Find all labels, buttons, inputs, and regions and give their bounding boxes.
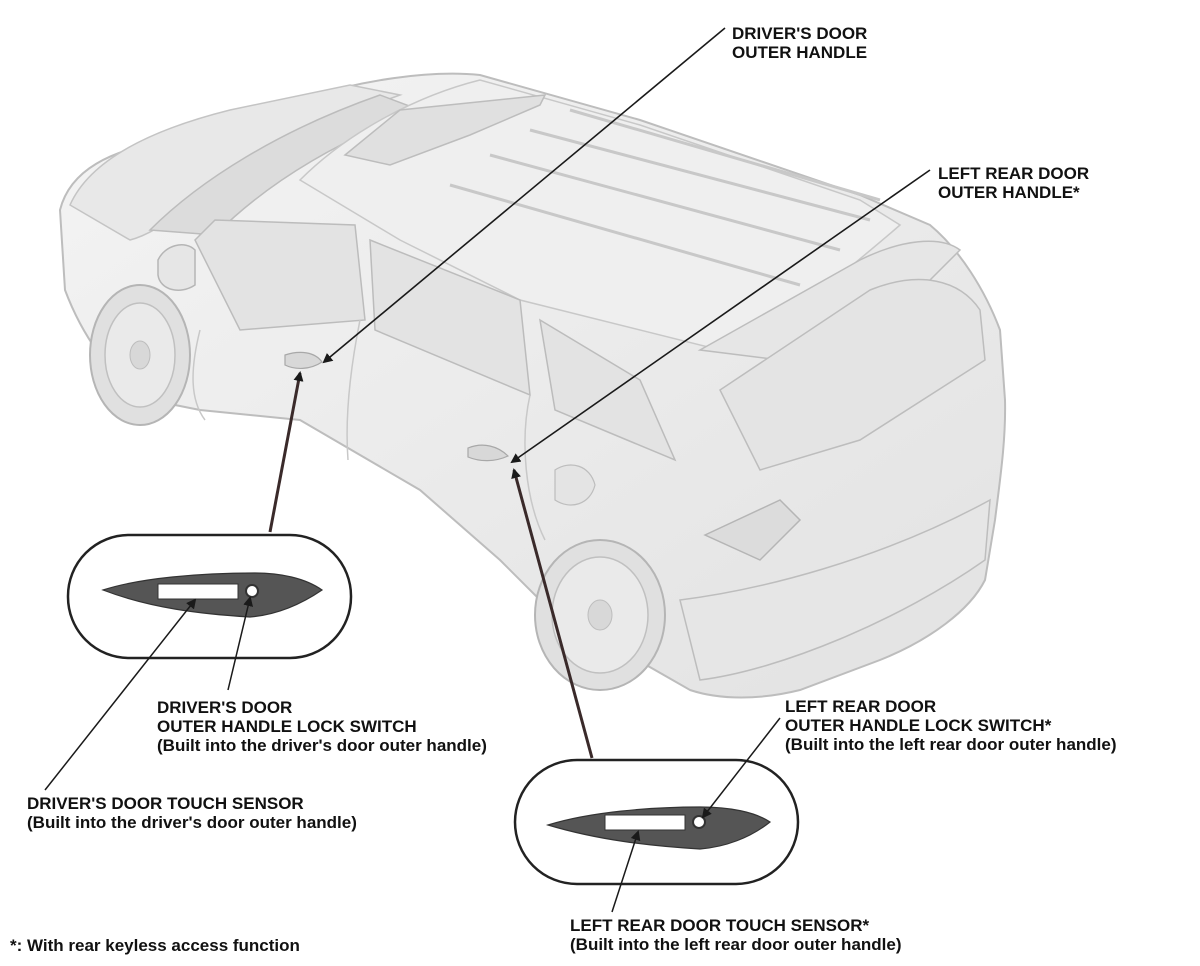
label-left-rear-door-touch-sensor: LEFT REAR DOOR TOUCH SENSOR* (Built into… <box>570 916 902 954</box>
label-line: OUTER HANDLE LOCK SWITCH* <box>785 716 1052 735</box>
car-quarter-window <box>538 318 677 462</box>
label-line: (Built into the left rear door outer han… <box>785 735 1117 754</box>
car-taillight <box>703 499 802 561</box>
driver-touch-sensor-area <box>157 583 239 600</box>
car-rear-glass <box>719 278 986 471</box>
fuel-door <box>554 464 596 506</box>
label-line: DRIVER'S DOOR <box>157 698 293 717</box>
label-driver-door-lock-switch: DRIVER'S DOOR OUTER HANDLE LOCK SWITCH (… <box>157 698 487 755</box>
roof-rail <box>489 153 841 252</box>
roof-rail <box>569 108 881 202</box>
label-line: DRIVER'S DOOR TOUCH SENSOR <box>27 794 304 813</box>
car-illustration <box>58 72 1007 699</box>
car-windshield <box>148 94 423 236</box>
leader-driver-touch-sensor <box>44 598 197 791</box>
roof-rail <box>529 128 871 222</box>
label-line: (Built into the driver's door outer hand… <box>157 736 487 755</box>
leader-driver-lock-switch <box>227 596 254 691</box>
leader-driver-door-handle <box>322 27 726 364</box>
label-left-rear-door-lock-switch: LEFT REAR DOOR OUTER HANDLE LOCK SWITCH*… <box>785 697 1117 754</box>
footnote: *: With rear keyless access function <box>10 936 300 955</box>
rear-door-handle-on-car <box>467 444 510 462</box>
label-line: LEFT REAR DOOR <box>938 164 1090 183</box>
door-seam <box>524 394 546 541</box>
label-line: LEFT REAR DOOR <box>785 697 937 716</box>
car-rear-bumper <box>679 498 991 681</box>
label-line: (Built into the left rear door outer han… <box>570 935 902 954</box>
driver-lock-switch-button <box>245 584 259 598</box>
arrow-bubble1-to-car <box>268 371 304 533</box>
label-line: OUTER HANDLE <box>732 43 868 62</box>
label-line: DRIVER'S DOOR <box>732 24 868 43</box>
rear-wheel <box>534 539 666 691</box>
detail-bubble-rear-handle <box>513 758 800 886</box>
label-driver-door-touch-sensor: DRIVER'S DOOR TOUCH SENSOR (Built into t… <box>27 794 357 832</box>
leader-left-rear-door-handle <box>510 169 931 464</box>
front-wheel <box>89 284 191 426</box>
door-seam <box>192 329 206 421</box>
door-seam <box>346 319 361 461</box>
label-line: OUTER HANDLE LOCK SWITCH <box>157 717 417 736</box>
leader-rear-touch-sensor <box>611 830 641 913</box>
arrow-bubble2-to-car <box>511 468 594 759</box>
label-driver-door-outer-handle: DRIVER'S DOOR OUTER HANDLE <box>732 24 867 62</box>
label-left-rear-door-outer-handle: LEFT REAR DOOR OUTER HANDLE* <box>938 164 1089 202</box>
driver-door-handle-on-car <box>284 351 323 369</box>
rear-lock-switch-button <box>692 815 706 829</box>
label-line: (Built into the driver's door outer hand… <box>27 813 357 832</box>
roof-rail <box>449 183 801 287</box>
leader-rear-lock-switch <box>701 717 781 819</box>
car-spoiler <box>697 240 962 361</box>
car-front-window <box>194 219 366 331</box>
car-side-mirror <box>157 244 196 291</box>
label-line: OUTER HANDLE* <box>938 183 1080 202</box>
detail-bubble-driver-handle <box>66 533 353 660</box>
car-sunroof <box>343 94 547 166</box>
label-line: LEFT REAR DOOR TOUCH SENSOR* <box>570 916 870 935</box>
rear-touch-sensor-area <box>604 814 686 831</box>
